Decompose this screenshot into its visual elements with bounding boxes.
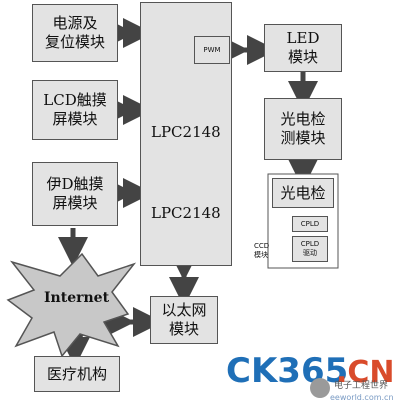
lcd-touch-module-1: LCD触摸 屏模块	[32, 80, 118, 140]
svg-text:CK365: CK365	[226, 351, 348, 391]
svg-text:电子工程世界: 电子工程世界	[334, 379, 388, 391]
ethernet-module: 以太网 模块	[150, 296, 218, 344]
mcu-label-2: LPC2148	[151, 204, 221, 222]
pwm-block: PWM	[194, 36, 230, 64]
svg-text:eeworld.com.cn: eeworld.com.cn	[330, 393, 394, 402]
photo-detect-module-2: 光电检	[272, 178, 334, 208]
internet-cloud-shape	[6, 252, 137, 358]
mcu-label-1: LPC2148	[151, 123, 221, 141]
led-module: LED 模块	[264, 24, 342, 72]
photo-detect-module: 光电检 测模块	[264, 98, 342, 160]
svg-text:.CN: .CN	[336, 355, 395, 390]
cpld-box-2: CPLD 驱动	[292, 236, 328, 262]
lcd-touch-module-2: 伊D触摸 屏模块	[32, 162, 118, 226]
cpld-box-1: CPLD	[292, 216, 328, 232]
power-reset-module: 电源及 复位模块	[32, 4, 118, 62]
internet-label: Internet	[44, 290, 110, 306]
ccd-module-label: CCD 模块	[254, 242, 270, 260]
medical-institution: 医疗机构	[34, 356, 120, 392]
